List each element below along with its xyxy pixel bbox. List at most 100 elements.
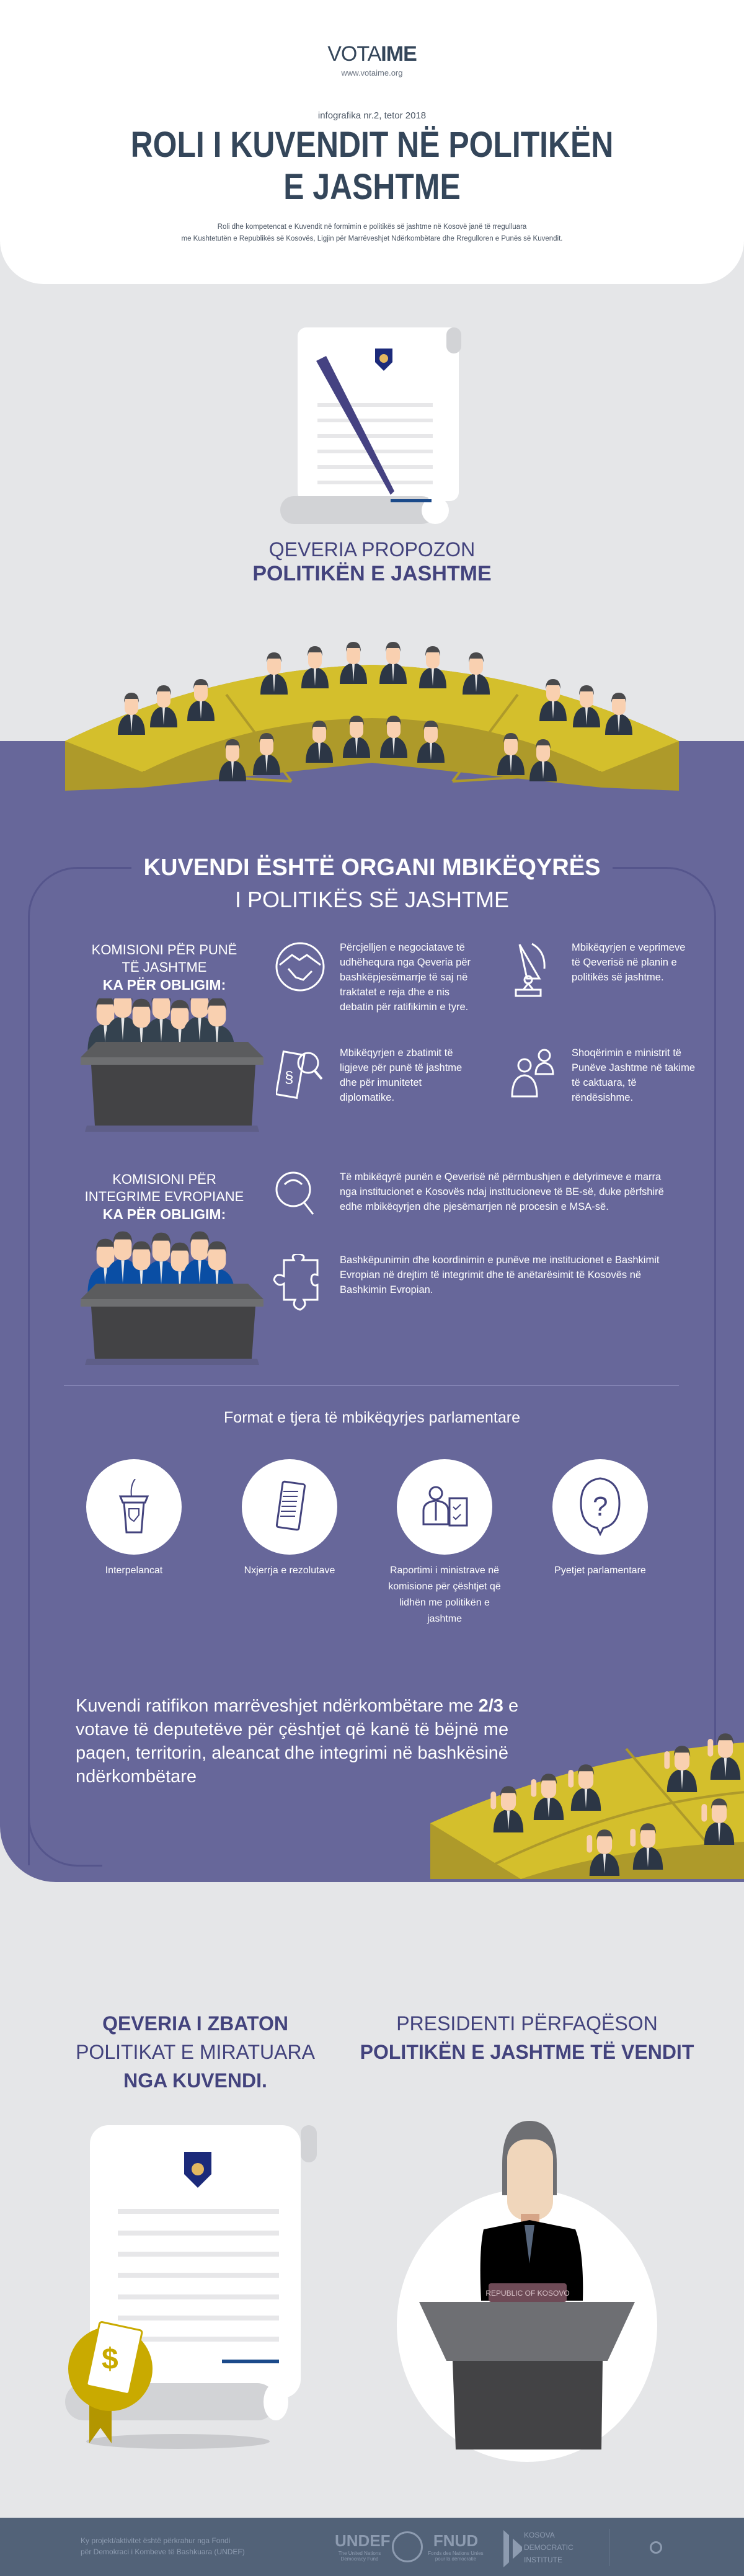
committee-name-line: INTEGRIME EVROPIANE	[84, 1189, 244, 1204]
other-forms-heading: Format e tjera të mbikëqyrjes parlamenta…	[224, 1409, 520, 1426]
ratification-text: Kuvendi ratifikon marrëveshjet ndërkombë…	[76, 1694, 547, 1788]
ratify-text-part: e votave të deputetëve për çështjet që k…	[76, 1696, 519, 1787]
website-url[interactable]: www.votaime.org	[341, 68, 403, 78]
deputy-figure	[529, 739, 557, 781]
obligation-text: Shoqërimin e ministrit të Punëve Jashtme…	[572, 1047, 696, 1103]
fnud-text: FNUD	[433, 2531, 479, 2550]
section-divider	[64, 1385, 679, 1386]
support-line: për Demokraci i Kombeve të Bashkuara (UN…	[81, 2547, 245, 2556]
deputy-figure	[253, 733, 280, 775]
deputy-figure	[605, 693, 632, 735]
committee-eu-label: KOMISIONI PËR INTEGRIME EVROPIANE KA PËR…	[71, 1171, 257, 1223]
law-document-search-icon: §	[275, 1047, 326, 1106]
magnifier-icon	[275, 1171, 318, 1220]
deputy-figure	[587, 1829, 620, 1876]
propose-caption-light: QEVERIA PROPOZON	[268, 538, 476, 561]
deputy-figure	[187, 679, 215, 721]
parliament-illustration	[65, 642, 679, 791]
svg-text:$: $	[102, 2343, 118, 2376]
deputy-figure	[118, 693, 145, 735]
deputy-figure	[343, 716, 370, 758]
deputy-figure	[260, 652, 288, 695]
resolution-document-icon	[242, 1459, 337, 1555]
form-label: Interpelancat	[105, 1565, 163, 1576]
president-podium-illustration: REPUBLIC OF KOSOVO	[397, 2121, 657, 2462]
obligation-text: Mbikëqyrjen e zbatimit të ligjeve për pu…	[340, 1047, 463, 1103]
ratify-text-part: Kuvendi ratifikon marrëveshjet ndërkombë…	[76, 1696, 479, 1716]
deputy-figure	[568, 1764, 601, 1811]
title-line: E JASHTME	[283, 167, 461, 207]
people-icon	[510, 1047, 559, 1103]
podium-sign-text: REPUBLIC OF KOSOVO	[485, 2289, 569, 2298]
kdi-text: INSTITUTE	[524, 2556, 562, 2564]
caption-bold: QEVERIA I ZBATON	[102, 2012, 288, 2035]
document-pen-illustration	[280, 327, 461, 524]
deputy-figure	[497, 733, 525, 775]
header: VOTAIME www.votaime.org infografika nr.2…	[0, 0, 744, 284]
form-label: Pyetjet parlamentare	[554, 1565, 646, 1576]
deputy-figure	[463, 652, 490, 695]
caption-light: POLITIKAT E MIRATUARA	[76, 2041, 315, 2063]
obligation-text: Bashkëpunimin dhe koordinimin e punëve m…	[340, 1255, 660, 1295]
form-label: Raportimi i ministrave në komisione për …	[388, 1565, 501, 1624]
obligation-text: Të mbikëqyrë punën e Qeverisë në përmbus…	[340, 1171, 664, 1212]
obligation-label: KA PËR OBLIGIM:	[102, 977, 226, 993]
logo-light: VOTA	[327, 42, 381, 66]
pen-icon	[316, 356, 394, 495]
deputy-figure	[701, 1798, 735, 1845]
kdi-logo-icon	[503, 2530, 522, 2567]
deputy-figure	[306, 721, 333, 763]
caption-bold: POLITIKËN E JASHTME TË VENDIT	[360, 2041, 694, 2063]
ratify-fraction: 2/3	[478, 1696, 503, 1716]
seal-icon: $	[68, 2321, 153, 2443]
oversight-heading-bold: KUVENDI ËSHTË ORGANI MBIKËQYRËS	[131, 855, 613, 881]
committee-foreign-label: KOMISIONI PËR PUNË TË JASHTME KA PËR OBL…	[71, 941, 257, 993]
propose-caption-bold: POLITIKËN E JASHTME	[252, 562, 492, 585]
committee-foreign-illustration	[81, 998, 264, 1132]
podium-icon	[86, 1459, 182, 1555]
president-represents-caption: PRESIDENTI PËRFAQËSON POLITIKËN E JASHTM…	[341, 2009, 713, 2066]
deputy-figure	[419, 646, 446, 688]
caption-bold: NGA KUVENDI.	[123, 2069, 267, 2092]
support-line: Ky projekt/aktivitet është përkrahur nga…	[81, 2536, 231, 2545]
support-statement: Ky projekt/aktivitet është përkrahur nga…	[81, 2535, 245, 2557]
satellite-dish-icon	[513, 941, 551, 1000]
committee-name-line: TË JASHTME	[122, 959, 207, 975]
handshake-icon	[275, 941, 326, 995]
deputy-figure	[301, 646, 329, 688]
kdi-text: DEMOCRATIC	[524, 2543, 574, 2552]
votaime-emblem-icon	[650, 2541, 662, 2554]
oversight-heading: KUVENDI ËSHTË ORGANI MBIKËQYRËS	[0, 855, 744, 881]
kdi-logo[interactable]: KOSOVA DEMOCRATIC INSTITUTE	[524, 2529, 574, 2566]
committee-name-line: KOMISIONI PËR	[112, 1171, 216, 1187]
caption-light: PRESIDENTI PËRFAQËSON	[396, 2012, 658, 2035]
obligation-label: KA PËR OBLIGIM:	[102, 1206, 226, 1222]
deputy-figure	[664, 1746, 698, 1792]
deputy-figure	[630, 1823, 663, 1870]
deputy-figure	[380, 716, 407, 758]
votaime-logo[interactable]: VOTAIME	[0, 42, 744, 66]
fnud-subtext: Fonds des Nations Unies	[428, 2551, 484, 2556]
deputy-figure	[531, 1774, 564, 1820]
obligation-text: Mbikëqyrjen e veprimeve të Qeverisë në p…	[572, 942, 686, 983]
logo-bold: IME	[381, 42, 417, 66]
undef-subtext: Democracy Fund	[340, 2556, 379, 2562]
description-line: me Kushtetutën e Republikës së Kosovës, …	[181, 235, 563, 242]
deputy-figure	[379, 642, 407, 684]
obligation-text: Përcjelljen e negociatave të udhëhequra …	[340, 942, 471, 1013]
oversight-subheading: I POLITIKËS SË JASHTME	[234, 887, 510, 912]
approved-policy-document-illustration: $	[65, 2125, 317, 2449]
minister-report-icon	[397, 1459, 492, 1555]
kdi-text: KOSOVA	[524, 2531, 555, 2539]
fnud-subtext: pour la démocratie	[435, 2556, 477, 2562]
svg-text:?: ?	[593, 1491, 608, 1522]
undef-text: UNDEF	[335, 2531, 391, 2550]
deputy-figure	[490, 1786, 524, 1832]
podium-sign	[489, 2283, 567, 2302]
issue-label: infografika nr.2, tetor 2018	[317, 110, 427, 121]
description: Roli dhe kompetencat e Kuvendit në formi…	[0, 221, 744, 245]
description-line: Roli dhe kompetencat e Kuvendit në formi…	[217, 223, 527, 231]
question-bubble-icon: ?	[552, 1459, 648, 1555]
